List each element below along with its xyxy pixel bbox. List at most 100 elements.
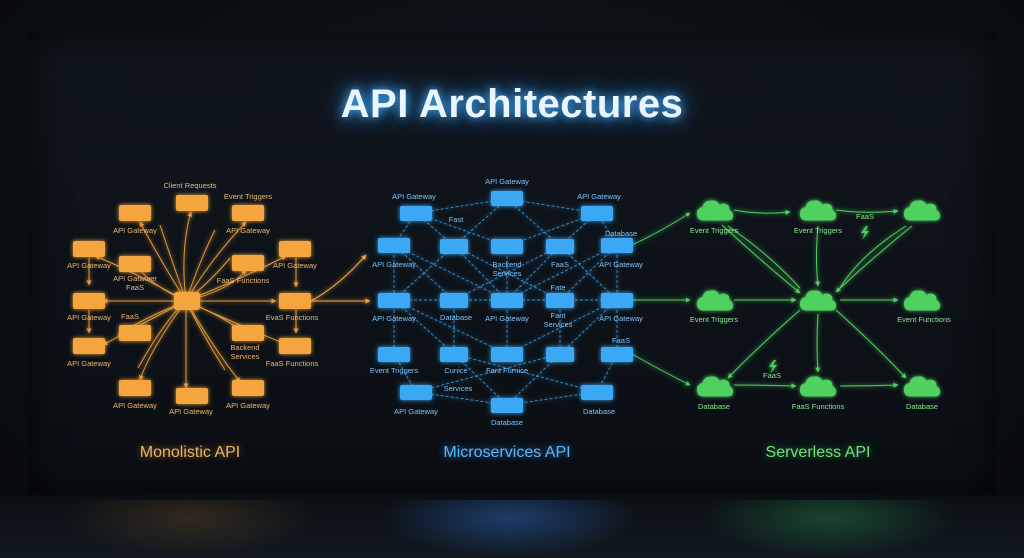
- micro-node-gw-r2: [601, 293, 633, 308]
- floor-glow-orange: [60, 500, 320, 558]
- micro-node-backend: [491, 239, 523, 254]
- micro-node-gw-r1: [601, 238, 633, 253]
- micro-label-gw-l1: API Gateway: [372, 260, 416, 269]
- node-backend-services: [232, 325, 264, 341]
- micro-label-gw-top-l: API Gateway: [392, 192, 436, 201]
- micro-node-database-1: [440, 293, 468, 308]
- mono-label-evas-functions: EvaS Functions: [266, 313, 319, 322]
- micro-label-database-2: Database: [491, 418, 523, 427]
- micro-label-database-1: Database: [440, 313, 472, 322]
- floor-glow-blue: [380, 500, 640, 558]
- cloud-icon-event-functions: [903, 290, 941, 311]
- micro-label-event-triggers: Event Triggers: [370, 366, 419, 375]
- micro-label-fant-furnice: Fant Furnice: [486, 366, 528, 375]
- background-wall: [28, 32, 996, 494]
- cloud-icon-central: [799, 290, 837, 311]
- sl-label-event-triggers-1: Event Triggers: [690, 226, 739, 235]
- cloud-icon-faas-functions: [799, 376, 837, 397]
- mono-label-api-gateway-1: API Gateway: [113, 226, 157, 235]
- micro-node-gw-top-r: [581, 206, 613, 221]
- micro-label-gw-top-r: API Gateway: [577, 192, 621, 201]
- mono-label-backend: Backend: [230, 343, 259, 352]
- mono-label-api-gateway-9: API Gateway: [226, 401, 270, 410]
- bolt-icon-1: [861, 226, 869, 240]
- sl-label-event-triggers-3: Event Triggers: [690, 315, 739, 324]
- mono-label-api-gateway-5: API Gateway: [67, 313, 111, 322]
- section-label-serverless: Serverless API: [765, 444, 871, 461]
- mono-label-client-requests: Client Requests: [164, 181, 217, 190]
- page-title: API Architectures: [340, 82, 684, 126]
- micro-node-gw-bottom-l: [400, 385, 432, 400]
- node-faas-functions-1: [232, 255, 264, 271]
- micro-label-services-2: Services: [544, 320, 573, 329]
- micro-label-database-top: Database: [605, 229, 637, 238]
- cloud-icon-database-2: [903, 376, 941, 397]
- sl-label-database-2: Database: [906, 402, 938, 411]
- mono-label-faas-functions-2: FaaS Functions: [266, 359, 319, 368]
- mono-label-event-triggers: Event Triggers: [224, 192, 273, 201]
- monolithic-nodes: [73, 195, 311, 404]
- micro-label-cunice: Cunice: [444, 366, 467, 375]
- serverless-connectors: [721, 208, 913, 389]
- micro-node-database-3: [581, 385, 613, 400]
- microservices-labels: API Gateway API Gateway API Gateway Fast…: [370, 177, 643, 427]
- micro-label-fate: Fate: [550, 283, 565, 292]
- floor: [0, 496, 1024, 558]
- micro-node-fate: [546, 293, 574, 308]
- micro-node-gw-l1: [378, 238, 410, 253]
- micro-to-serverless-arrow-3: [631, 353, 691, 386]
- sl-label-faas-top: FaaS: [856, 212, 874, 221]
- serverless-labels: Event Triggers Event Triggers FaaS Event…: [690, 212, 951, 411]
- node-api-gateway-b2: [176, 388, 208, 404]
- mono-label-services: Services: [231, 352, 260, 361]
- micro-node-gw-top: [491, 191, 523, 206]
- node-api-gateway-l1: [73, 241, 105, 257]
- mono-label-api-gatwiver: API Gatwiver: [113, 274, 157, 283]
- node-api-gateway-l2: [73, 293, 105, 309]
- bolt-icon-2: [769, 360, 777, 374]
- micro-label-gw-center: API Gateway: [485, 314, 529, 323]
- node-api-gateway-l3: [73, 338, 105, 354]
- mono-label-api-gateway-4: API Gateway: [273, 261, 317, 270]
- sl-label-database-1: Database: [698, 402, 730, 411]
- micro-label-fant: Fant: [550, 311, 566, 320]
- micro-label-gw-l2: API Gateway: [372, 314, 416, 323]
- cloud-icon-event-triggers-3: [696, 290, 734, 311]
- micro-label-services-3: Services: [444, 384, 473, 393]
- micro-node-faas-2: [546, 347, 574, 362]
- serverless-bolts: [769, 226, 869, 374]
- micro-label-database-3: Database: [583, 407, 615, 416]
- micro-node-faas-1: [546, 239, 574, 254]
- micro-node-gw-center: [491, 293, 523, 308]
- node-api-gateway-b3: [232, 380, 264, 396]
- micro-to-serverless-arrow-1: [631, 212, 691, 246]
- node-client-requests: [176, 195, 208, 211]
- micro-node-database-2: [491, 398, 523, 413]
- mono-label-faas-functions-1: FaaS Functions: [217, 276, 270, 285]
- node-faas-l: [119, 325, 151, 341]
- mono-label-faas: FaaS: [126, 283, 144, 292]
- cloud-icon-faas-top: [903, 200, 941, 221]
- micro-label-faas-2: FaaS: [612, 336, 630, 345]
- micro-node-gw-l2: [378, 293, 410, 308]
- micro-node-fant-furnice: [491, 347, 523, 362]
- micro-label-gw-r1: API Gateway: [599, 260, 643, 269]
- node-api-gateway-c1: [119, 256, 151, 272]
- cloud-icon-event-triggers-1: [696, 200, 734, 221]
- floor-glow-green: [700, 500, 960, 558]
- micro-node-gw-top-l: [400, 206, 432, 221]
- micro-node-event-triggers: [378, 347, 410, 362]
- micro-label-gw-bottom-l: API Gateway: [394, 407, 438, 416]
- monolithic-labels: Client Requests Event Triggers API Gatew…: [67, 181, 318, 416]
- micro-label-gw-top: API Gateway: [485, 177, 529, 186]
- micro-label-services-1: Services: [493, 269, 522, 278]
- microservices-dashed-links: [393, 198, 618, 406]
- monolithic-to-micro-arrow: [310, 254, 367, 302]
- micro-label-fast: Fast: [449, 215, 465, 224]
- cloud-icon-database-1: [696, 376, 734, 397]
- sl-label-faas-functions: FaaS Functions: [792, 402, 845, 411]
- sl-label-event-functions: Event Functions: [897, 315, 951, 324]
- micro-node-fast: [440, 239, 468, 254]
- mono-label-faas-2: FaaS: [121, 312, 139, 321]
